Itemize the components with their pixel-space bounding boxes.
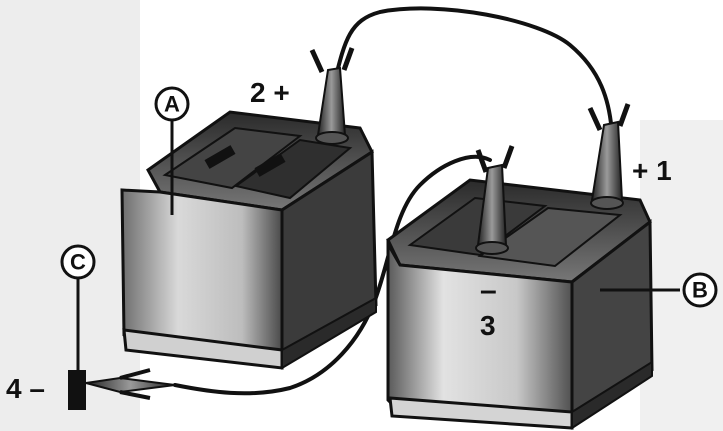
positive-cable xyxy=(333,6,614,137)
label-terminal-1: + 1 xyxy=(632,155,672,186)
clamp-4 xyxy=(68,368,176,410)
label-terminal-3-sign: – xyxy=(480,274,497,307)
label-terminal-2: 2 + xyxy=(250,77,290,108)
label-terminal-3: 3 xyxy=(480,310,496,341)
label-b: B xyxy=(682,272,718,308)
svg-text:A: A xyxy=(164,92,180,117)
battery-b xyxy=(386,103,654,430)
svg-text:B: B xyxy=(692,278,708,303)
battery-a xyxy=(120,47,378,370)
label-terminal-4: 4 – xyxy=(6,373,45,404)
clamp-1 xyxy=(587,103,631,210)
label-c: C xyxy=(60,244,96,280)
label-a: A xyxy=(154,86,190,122)
svg-text:C: C xyxy=(70,250,86,275)
background-text-left xyxy=(0,0,140,431)
clamp-3 xyxy=(475,145,515,255)
clamp-2 xyxy=(309,47,355,145)
